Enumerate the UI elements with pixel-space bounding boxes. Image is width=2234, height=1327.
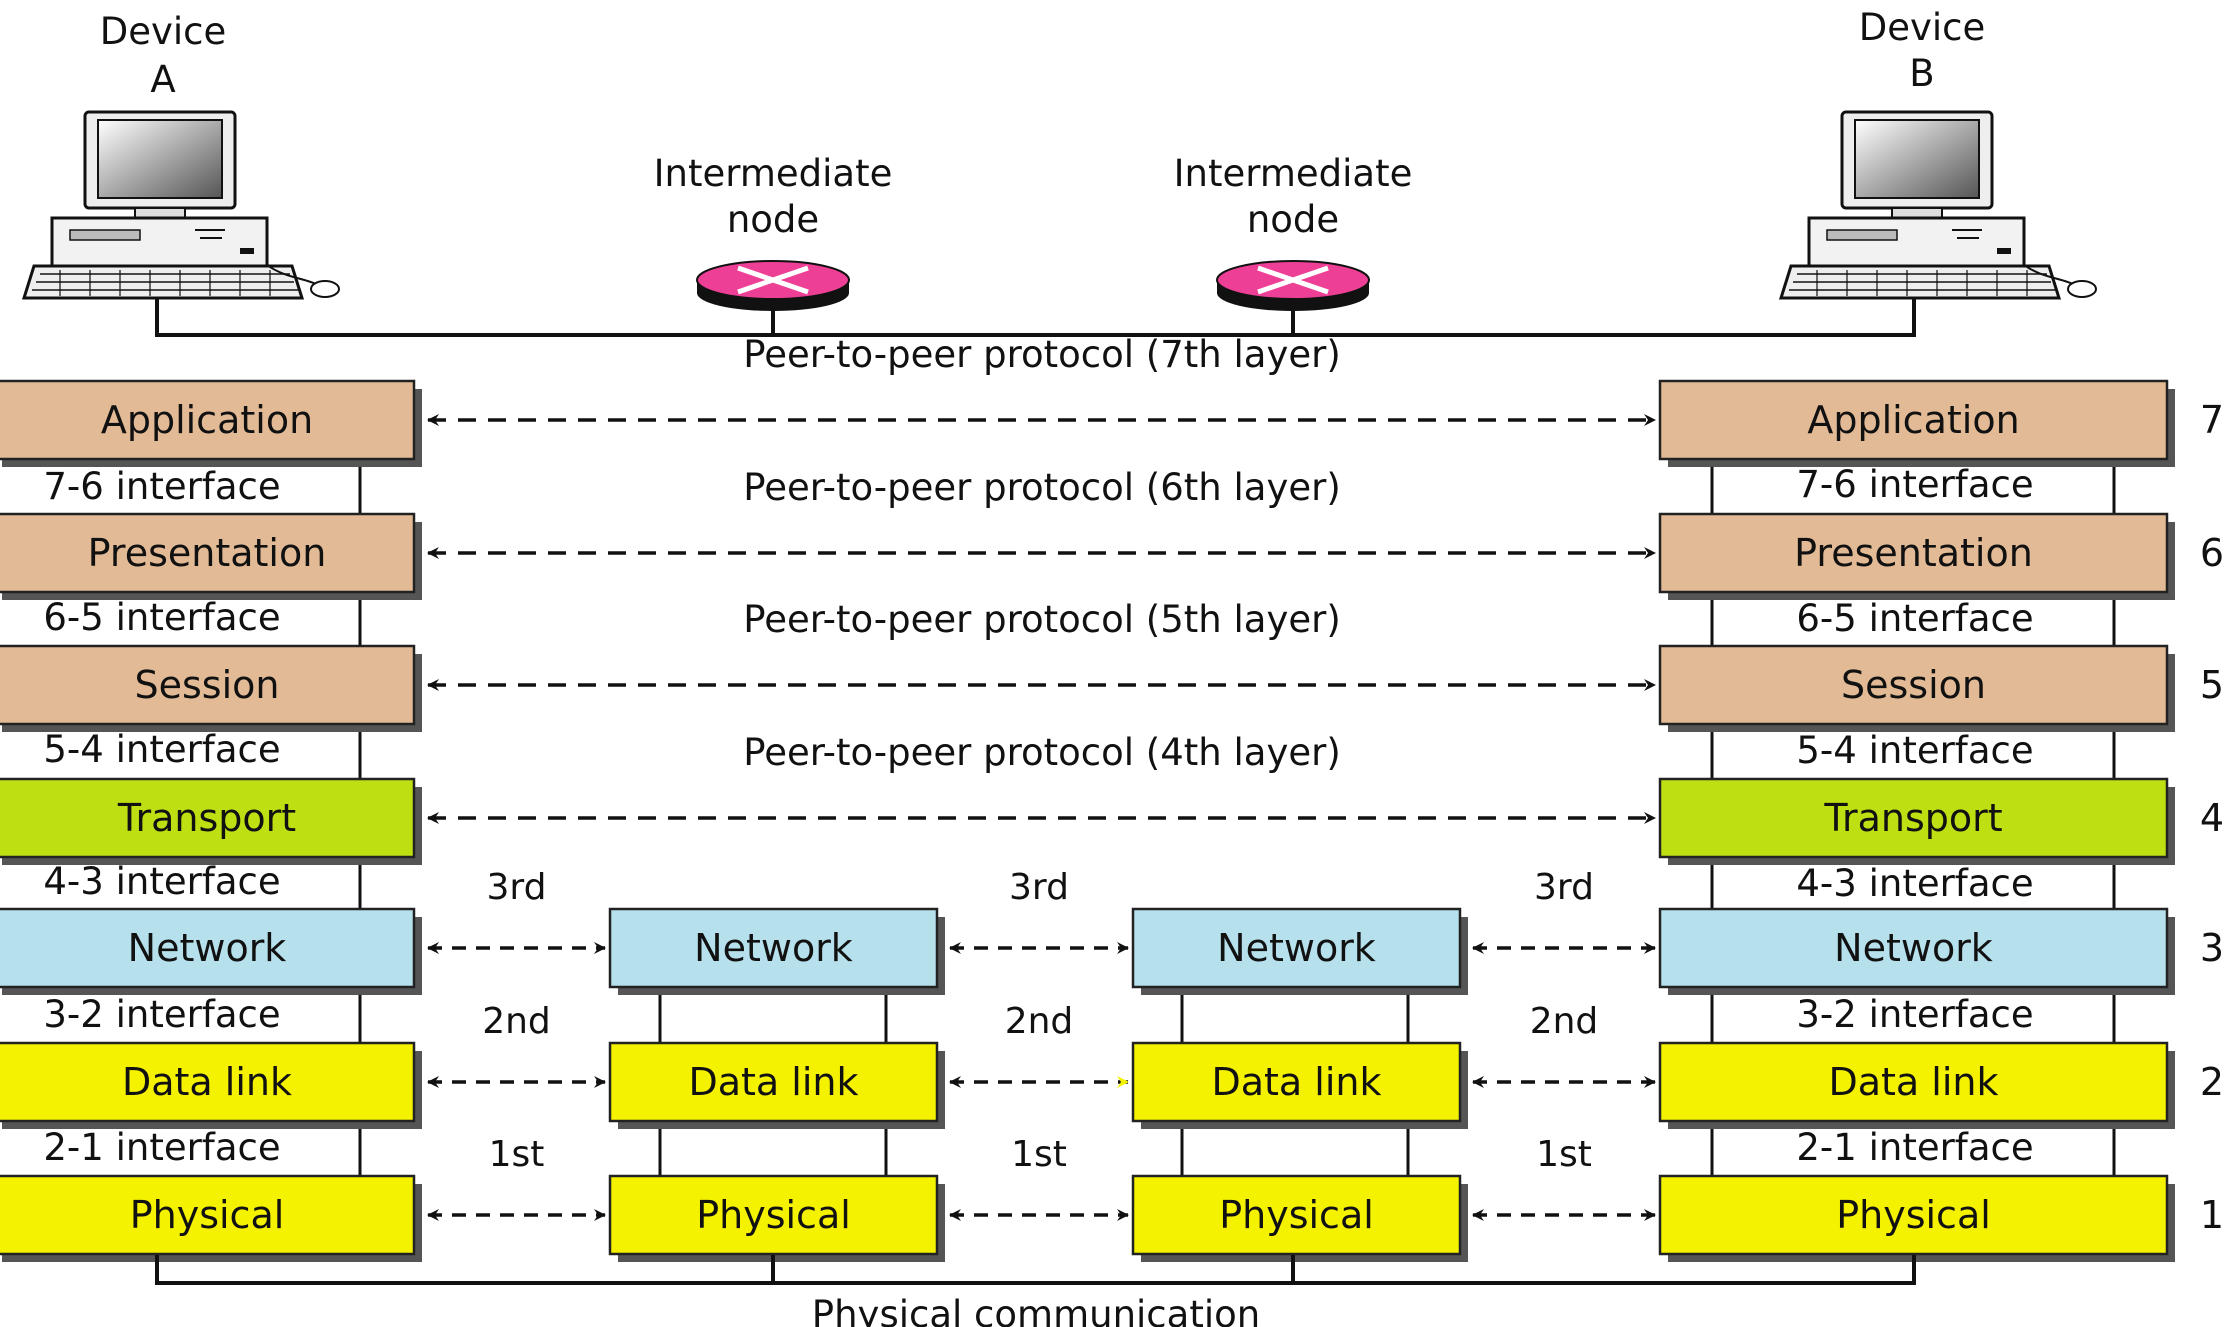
layer-box-transport-a: Transport xyxy=(0,777,422,865)
layer-box-network-b: Network xyxy=(1658,907,2175,995)
layer-box-physical-b: Physical xyxy=(1658,1174,2175,1262)
computer-icon xyxy=(21,110,340,300)
device-b-label: Device xyxy=(1859,6,1986,49)
layer-box-application-b: Application xyxy=(1658,379,2175,467)
layer-box-data-link-b: Data link xyxy=(1658,1041,2175,1129)
layer-box-physical-n2: Physical xyxy=(1131,1174,1468,1262)
layer-name: Network xyxy=(1217,926,1376,970)
layer-name: Data link xyxy=(122,1060,292,1104)
hop-label: 3rd xyxy=(487,867,547,908)
hop-label: 2nd xyxy=(482,1001,551,1042)
layer-number: 2 xyxy=(2200,1060,2224,1104)
layer-name: Data link xyxy=(1211,1060,1381,1104)
layer-name: Data link xyxy=(1828,1060,1998,1104)
layer-name: Transport xyxy=(117,796,296,840)
layer-box-physical-n1: Physical xyxy=(608,1174,945,1262)
layer-box-data-link-n1: Data link xyxy=(608,1041,945,1129)
interface-label-a-3-2: 3-2 interface xyxy=(43,993,280,1036)
layer-box-data-link-n2: Data link xyxy=(1131,1041,1468,1129)
layer-box-application-a: Application xyxy=(0,379,422,467)
interface-label-b-7-6: 7-6 interface xyxy=(1796,463,2033,506)
device-a-label: Device xyxy=(100,10,227,53)
interface-label-a-2-1: 2-1 interface xyxy=(43,1126,280,1169)
interface-label-a-5-4: 5-4 interface xyxy=(43,728,280,771)
interface-label-b-4-3: 4-3 interface xyxy=(1796,862,2033,905)
hop-label: 1st xyxy=(1536,1134,1592,1175)
computer-icon xyxy=(1778,110,2097,300)
top-link-line xyxy=(155,298,1916,337)
intermediate-node-1-sublabel: node xyxy=(727,198,819,241)
layer-name: Network xyxy=(128,926,287,970)
layer-box-network-n2: Network xyxy=(1131,907,1468,995)
layer-name: Physical xyxy=(1836,1193,1991,1237)
interface-label-a-6-5: 6-5 interface xyxy=(43,596,280,639)
interface-label-b-5-4: 5-4 interface xyxy=(1796,729,2033,772)
layer-box-physical-a: Physical xyxy=(0,1174,422,1262)
interface-label-b-6-5: 6-5 interface xyxy=(1796,597,2033,640)
bottom-link-line xyxy=(155,1255,1916,1285)
layer-box-network-n1: Network xyxy=(608,907,945,995)
layer-number: 5 xyxy=(2200,663,2224,707)
interface-label-b-3-2: 3-2 interface xyxy=(1796,993,2033,1036)
router-icon xyxy=(696,260,850,311)
layer-name: Session xyxy=(135,663,280,707)
layer-name: Network xyxy=(694,926,853,970)
layer-number: 4 xyxy=(2200,796,2224,840)
layer-name: Transport xyxy=(1823,796,2002,840)
peer-protocol-label: Peer-to-peer protocol (6th layer) xyxy=(743,466,1341,509)
interface-label-b-2-1: 2-1 interface xyxy=(1796,1126,2033,1169)
layer-name: Physical xyxy=(130,1193,285,1237)
layer-box-session-b: Session xyxy=(1658,644,2175,732)
layer-name: Network xyxy=(1834,926,1993,970)
hop-label: 2nd xyxy=(1005,1001,1074,1042)
layer-name: Application xyxy=(1807,398,2019,442)
layer-number: 3 xyxy=(2200,926,2224,970)
layer-name: Presentation xyxy=(1794,531,2033,575)
interface-label-a-4-3: 4-3 interface xyxy=(43,860,280,903)
hop-label: 3rd xyxy=(1534,867,1594,908)
hop-label: 2nd xyxy=(1530,1001,1599,1042)
layer-box-presentation-b: Presentation xyxy=(1658,512,2175,600)
layer-name: Presentation xyxy=(88,531,327,575)
layer-number: 6 xyxy=(2200,531,2224,575)
hop-label: 1st xyxy=(489,1134,545,1175)
layer-box-data-link-a: Data link xyxy=(0,1041,422,1129)
layer-name: Data link xyxy=(688,1060,858,1104)
physical-communication-label: Physical communication xyxy=(812,1293,1260,1327)
intermediate-node-2-sublabel: node xyxy=(1247,198,1339,241)
layer-number: 7 xyxy=(2200,398,2224,442)
layer-name: Application xyxy=(101,398,313,442)
layer-number: 1 xyxy=(2200,1193,2224,1237)
router-icon xyxy=(1216,260,1370,311)
layer-box-transport-b: Transport xyxy=(1658,777,2175,865)
hop-label: 1st xyxy=(1011,1134,1067,1175)
intermediate-node-2-label: Intermediate xyxy=(1174,152,1413,195)
layer-box-presentation-a: Presentation xyxy=(0,512,422,600)
device-a-letter: A xyxy=(150,58,175,101)
intermediate-node-1-label: Intermediate xyxy=(654,152,893,195)
peer-protocol-label: Peer-to-peer protocol (5th layer) xyxy=(743,598,1341,641)
interface-label-a-7-6: 7-6 interface xyxy=(43,465,280,508)
layer-name: Physical xyxy=(1219,1193,1374,1237)
hop-label: 3rd xyxy=(1009,867,1069,908)
peer-protocol-label: Peer-to-peer protocol (7th layer) xyxy=(743,333,1341,376)
device-b-letter: B xyxy=(1909,52,1934,95)
layer-name: Session xyxy=(1841,663,1986,707)
peer-protocol-label: Peer-to-peer protocol (4th layer) xyxy=(743,731,1341,774)
layer-box-network-a: Network xyxy=(0,907,422,995)
layer-box-session-a: Session xyxy=(0,644,422,732)
layer-name: Physical xyxy=(696,1193,851,1237)
peer-arrows: Peer-to-peer protocol (7th layer) Peer-to… xyxy=(427,333,1656,1221)
